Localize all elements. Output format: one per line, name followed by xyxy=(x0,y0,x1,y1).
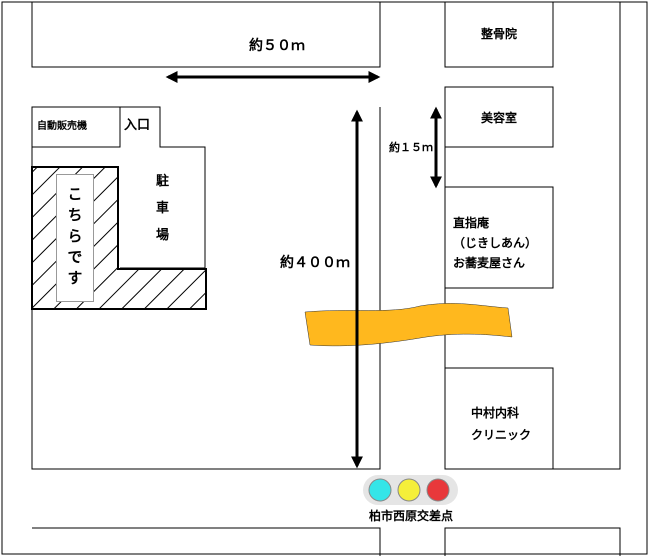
distance-label-15m: 約１５ｍ xyxy=(389,141,433,154)
here-label: こちらです xyxy=(65,185,84,291)
building-seikotsuin xyxy=(444,1,554,68)
building-clinic xyxy=(444,367,554,470)
clinic-label: 中村内科 クリニック xyxy=(471,402,531,446)
clinic-label-line2: クリニック xyxy=(471,428,532,442)
distance-arrows xyxy=(165,71,442,469)
biyoushitsu-label: 美容室 xyxy=(480,111,517,125)
entrance-label: 入口 xyxy=(124,118,151,133)
soba-label-line1: 直指庵 xyxy=(453,216,490,230)
vending-machine-label: 自動販売機 xyxy=(37,121,87,132)
signal-light-red xyxy=(426,478,450,502)
signal-light-yellow xyxy=(397,478,421,502)
here-sign: こちらです xyxy=(56,174,94,302)
building-soba xyxy=(444,186,554,289)
seikotsuin-label: 整骨院 xyxy=(480,27,517,41)
distance-label-400m: 約４００ｍ xyxy=(280,255,350,271)
traffic-signal xyxy=(363,475,458,505)
distance-label-50m: 約５０ｍ xyxy=(249,38,305,54)
vending-machine-block xyxy=(31,106,121,148)
clinic-label-line1: 中村内科 xyxy=(471,406,520,420)
river xyxy=(304,303,513,347)
intersection-label: 柏市西原交差点 xyxy=(369,509,454,523)
signal-light-cyan xyxy=(368,478,392,502)
building-biyoushitsu xyxy=(444,86,554,148)
soba-label-line3: お蕎麦屋さん xyxy=(453,256,526,270)
soba-label-line2: （じきしあん） xyxy=(453,236,538,250)
soba-label: 直指庵 （じきしあん） お蕎麦屋さん xyxy=(453,213,537,273)
parking-label: 駐車場 xyxy=(156,174,170,243)
